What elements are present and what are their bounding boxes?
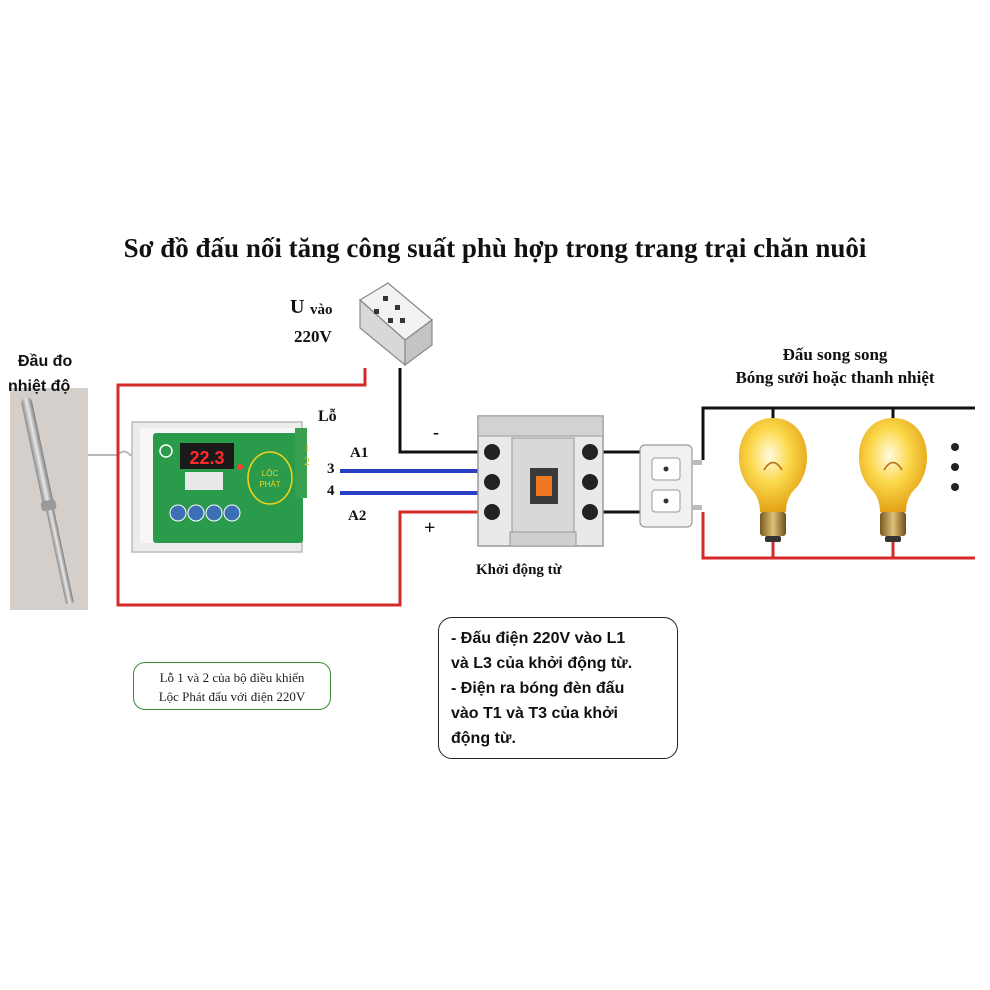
temperature-controller bbox=[131, 421, 307, 553]
heater-bulb-2 bbox=[858, 418, 928, 542]
coil-label-a1: A1 bbox=[350, 445, 369, 461]
supply-label-voltage: 220V bbox=[294, 327, 332, 346]
parallel-label-line1: Đấu song song bbox=[782, 345, 888, 364]
controller-note-line2: Lộc Phát đấu với điện 220V bbox=[158, 689, 306, 704]
instruction-line-3: - Điện ra bóng đèn đấu bbox=[451, 680, 625, 697]
terminal-2: 2 bbox=[304, 454, 310, 468]
instructions-box: - Đấu điện 220V vào L1 và L3 của khởi độ… bbox=[438, 617, 678, 759]
temperature-probe bbox=[10, 388, 88, 610]
instruction-line-2: và L3 của khởi động từ. bbox=[451, 655, 633, 672]
controller-note: Lỗ 1 và 2 của bộ điều khiển Lộc Phát đấu… bbox=[133, 662, 331, 710]
supply-label-vao: vào bbox=[310, 302, 333, 318]
controller-display: 22.3 bbox=[189, 448, 224, 468]
controller-logo-line2: PHÁT bbox=[259, 480, 280, 489]
page-title: Sơ đồ đấu nối tăng công suất phù hợp tro… bbox=[123, 233, 867, 263]
terminal-3: 3 bbox=[327, 461, 335, 477]
sensor-label-line1: Đầu đo bbox=[18, 353, 73, 370]
terminal-4: 4 bbox=[327, 483, 335, 499]
heater-bulb-1 bbox=[738, 418, 808, 542]
supply-socket bbox=[358, 282, 433, 367]
instruction-line-5: động từ. bbox=[451, 730, 516, 747]
controller-note-line1: Lỗ 1 và 2 của bộ điều khiển bbox=[159, 670, 305, 685]
output-socket bbox=[639, 444, 702, 528]
probe-cable bbox=[88, 450, 138, 456]
black-wires bbox=[398, 368, 975, 514]
lo-label: Lỗ bbox=[318, 408, 337, 425]
controller-logo-line1: LỘC bbox=[262, 469, 279, 478]
parallel-label-line2: Bóng sưởi hoặc thanh nhiệt bbox=[735, 368, 935, 387]
contactor-label: Khởi động từ bbox=[476, 562, 562, 578]
blue-coil-wires bbox=[340, 469, 478, 495]
terminal-1: 1 bbox=[304, 440, 310, 454]
instruction-line-1: - Đấu điện 220V vào L1 bbox=[451, 630, 626, 647]
red-wires bbox=[116, 368, 975, 607]
minus-sign: - bbox=[433, 422, 439, 442]
instruction-line-4: vào T1 và T3 của khởi bbox=[451, 705, 618, 722]
more-bulbs-ellipsis bbox=[951, 443, 959, 491]
supply-label-u: U bbox=[290, 296, 305, 318]
plus-sign: + bbox=[424, 517, 436, 539]
sensor-label-line2: nhiệt độ bbox=[8, 378, 71, 395]
contactor bbox=[477, 415, 604, 547]
coil-label-a2: A2 bbox=[348, 508, 367, 524]
